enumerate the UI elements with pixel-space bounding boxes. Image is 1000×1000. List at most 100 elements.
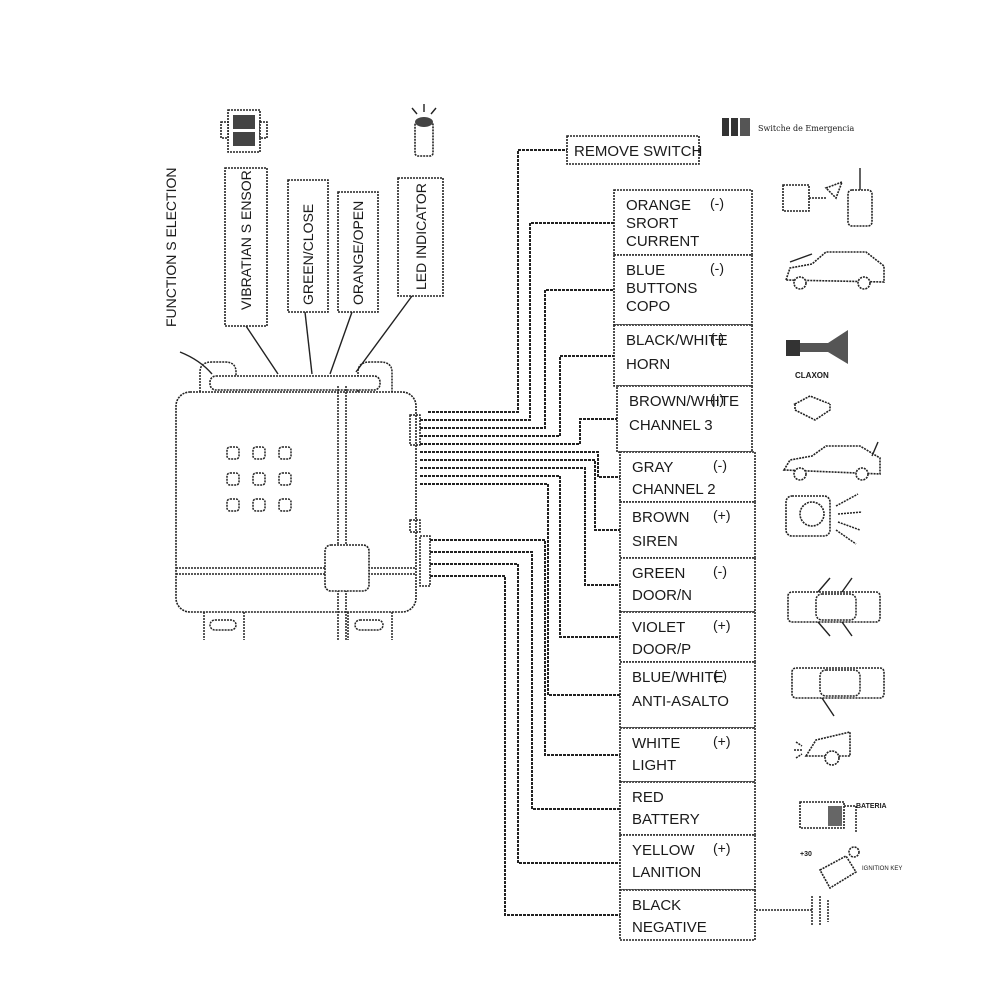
wire-color-label: ORANGE bbox=[626, 197, 691, 214]
car-trunk-open-icon bbox=[782, 441, 881, 481]
vibration-sensor-icon bbox=[220, 109, 268, 153]
indicator-grid bbox=[226, 446, 292, 512]
wire-box-violet: VIOLET DOOR/P (+) bbox=[619, 611, 756, 663]
wire-color-label: GRAY bbox=[632, 459, 673, 476]
wire-color-label: BLACK bbox=[632, 897, 681, 914]
vibration-sensor-label: VIBRATIAN S ENSOR bbox=[238, 170, 254, 310]
led-indicator-label-box: LED INDICATOR bbox=[397, 177, 444, 297]
polarity-label: (+) bbox=[713, 507, 731, 523]
wire-function-label: CHANNEL 3 bbox=[629, 417, 713, 434]
car-hood-open-icon bbox=[784, 251, 885, 290]
wire-gray bbox=[420, 451, 620, 478]
polarity-label: (-) bbox=[710, 260, 724, 276]
vibration-sensor-label-box: VIBRATIAN S ENSOR bbox=[224, 167, 268, 327]
wire-color-label: WHITE bbox=[632, 735, 680, 752]
wire-color-label: VIOLET bbox=[632, 619, 685, 636]
siren-icon bbox=[785, 493, 863, 545]
wire-box-brown: BROWN SIREN (+) bbox=[619, 501, 756, 559]
wire-function-label: DOOR/P bbox=[632, 641, 691, 658]
wire-function-label: BATTERY bbox=[632, 811, 700, 828]
polarity-label: (-) bbox=[713, 563, 727, 579]
wire-green bbox=[420, 467, 620, 586]
green-close-label: GREEN/CLOSE bbox=[300, 204, 316, 305]
green-close-label-box: GREEN/CLOSE bbox=[287, 179, 329, 313]
wire-color-label: BROWN/WHITE bbox=[629, 393, 739, 410]
wire-white bbox=[430, 539, 620, 756]
orange-open-label: ORANGE/OPEN bbox=[350, 201, 366, 305]
wire-color-label: RED bbox=[632, 789, 664, 806]
car-doors-open-icon bbox=[787, 577, 881, 637]
orange-open-label-box: ORANGE/OPEN bbox=[337, 191, 379, 313]
polarity-label: (-) bbox=[710, 391, 724, 407]
wire-color-label: BROWN bbox=[632, 509, 690, 526]
wire-color-label: YELLOW bbox=[632, 842, 695, 859]
horn-icon: CLAXON bbox=[786, 330, 848, 380]
wire-red bbox=[430, 551, 620, 810]
wire-function-label: HORN bbox=[626, 356, 670, 373]
ignition-note: +30 bbox=[800, 851, 812, 858]
led-indicator-label: LED INDICATOR bbox=[413, 183, 429, 290]
battery-icon: BATERIA bbox=[799, 801, 887, 832]
ignition-caption: IGNITION KEY bbox=[862, 866, 902, 872]
ignition-key-icon: +30 IGNITION KEY bbox=[800, 846, 902, 890]
wire-color-label: BLUE bbox=[626, 262, 665, 279]
polarity-label: (-) bbox=[713, 457, 727, 473]
wire-harness bbox=[420, 149, 620, 916]
wire-box-brown-white: BROWN/WHITE CHANNEL 3 (-) bbox=[616, 385, 753, 453]
wire-box-black: BLACK NEGATIVE bbox=[619, 889, 756, 941]
wire-function-label: NEGATIVE bbox=[632, 919, 707, 936]
led-bulb-icon bbox=[411, 104, 437, 157]
car-door-open-icon bbox=[791, 667, 885, 717]
car-light-icon bbox=[794, 730, 851, 766]
top-connector-strip bbox=[209, 375, 381, 391]
polarity-label: (-) bbox=[713, 667, 727, 683]
wire-function-label: CURRENT bbox=[626, 233, 699, 250]
wire-function-label: CHANNEL 2 bbox=[632, 481, 716, 498]
ground-icon bbox=[756, 896, 829, 926]
wire-function-label: DOOR/N bbox=[632, 587, 692, 604]
alarm-control-unit bbox=[175, 361, 431, 640]
wire-color-label: BLACK/WHITE bbox=[626, 332, 728, 349]
remove-switch-box: REMOVE SWITCH bbox=[566, 135, 702, 165]
wire-function-label: LIGHT bbox=[632, 757, 676, 774]
polarity-label: (+) bbox=[713, 733, 731, 749]
wire-yellow bbox=[430, 563, 620, 864]
function-selection-label: FUNCTION S ELECTION bbox=[163, 168, 179, 327]
wire-function-label: SRORT bbox=[626, 215, 678, 232]
wire-orange bbox=[420, 222, 614, 421]
polarity-label: (+) bbox=[713, 840, 731, 856]
wire-blue bbox=[420, 289, 614, 429]
wire-label-column: ORANGESRORTCURRENT(-)BLUEBUTTONSCOPO(-)B… bbox=[613, 189, 756, 941]
wire-box-gray: GRAY CHANNEL 2 (-) bbox=[619, 451, 756, 503]
wire-box-white: WHITE LIGHT (+) bbox=[619, 727, 756, 783]
wire-remove-switch bbox=[428, 149, 567, 413]
emergency-switch-logo-icon: Switche de Emergencia bbox=[722, 118, 854, 136]
horn-caption: CLAXON bbox=[795, 371, 829, 380]
polarity-label: (+) bbox=[713, 617, 731, 633]
relay-ignition-coil-icon bbox=[782, 168, 873, 227]
wire-blue-white bbox=[420, 483, 620, 696]
wire-box-blue-white: BLUE/WHITE ANTI-ASALTO (-) bbox=[619, 661, 756, 729]
wire-function-label: COPO bbox=[626, 298, 670, 315]
wire-violet bbox=[420, 475, 620, 638]
wire-brown-white bbox=[420, 418, 617, 445]
wire-function-label: ANTI-ASALTO bbox=[632, 693, 729, 710]
wire-black-white bbox=[420, 355, 614, 437]
wire-box-black-white: BLACK/WHITE HORN (-) bbox=[613, 324, 753, 387]
wire-box-yellow: YELLOW LANITION (+) bbox=[619, 834, 756, 891]
polarity-label: (-) bbox=[710, 195, 724, 211]
remove-switch-label: REMOVE SWITCH bbox=[574, 143, 702, 160]
wire-function-label: SIREN bbox=[632, 533, 678, 550]
polarity-label: (-) bbox=[710, 330, 724, 346]
wire-brown bbox=[420, 459, 620, 531]
wire-black bbox=[430, 575, 620, 916]
relay-module-icon bbox=[793, 395, 832, 421]
battery-caption: BATERIA bbox=[856, 803, 887, 810]
wire-function-label: LANITION bbox=[632, 864, 701, 881]
wire-color-label: BLUE/WHITE bbox=[632, 669, 724, 686]
connector-leader-lines bbox=[179, 295, 413, 375]
